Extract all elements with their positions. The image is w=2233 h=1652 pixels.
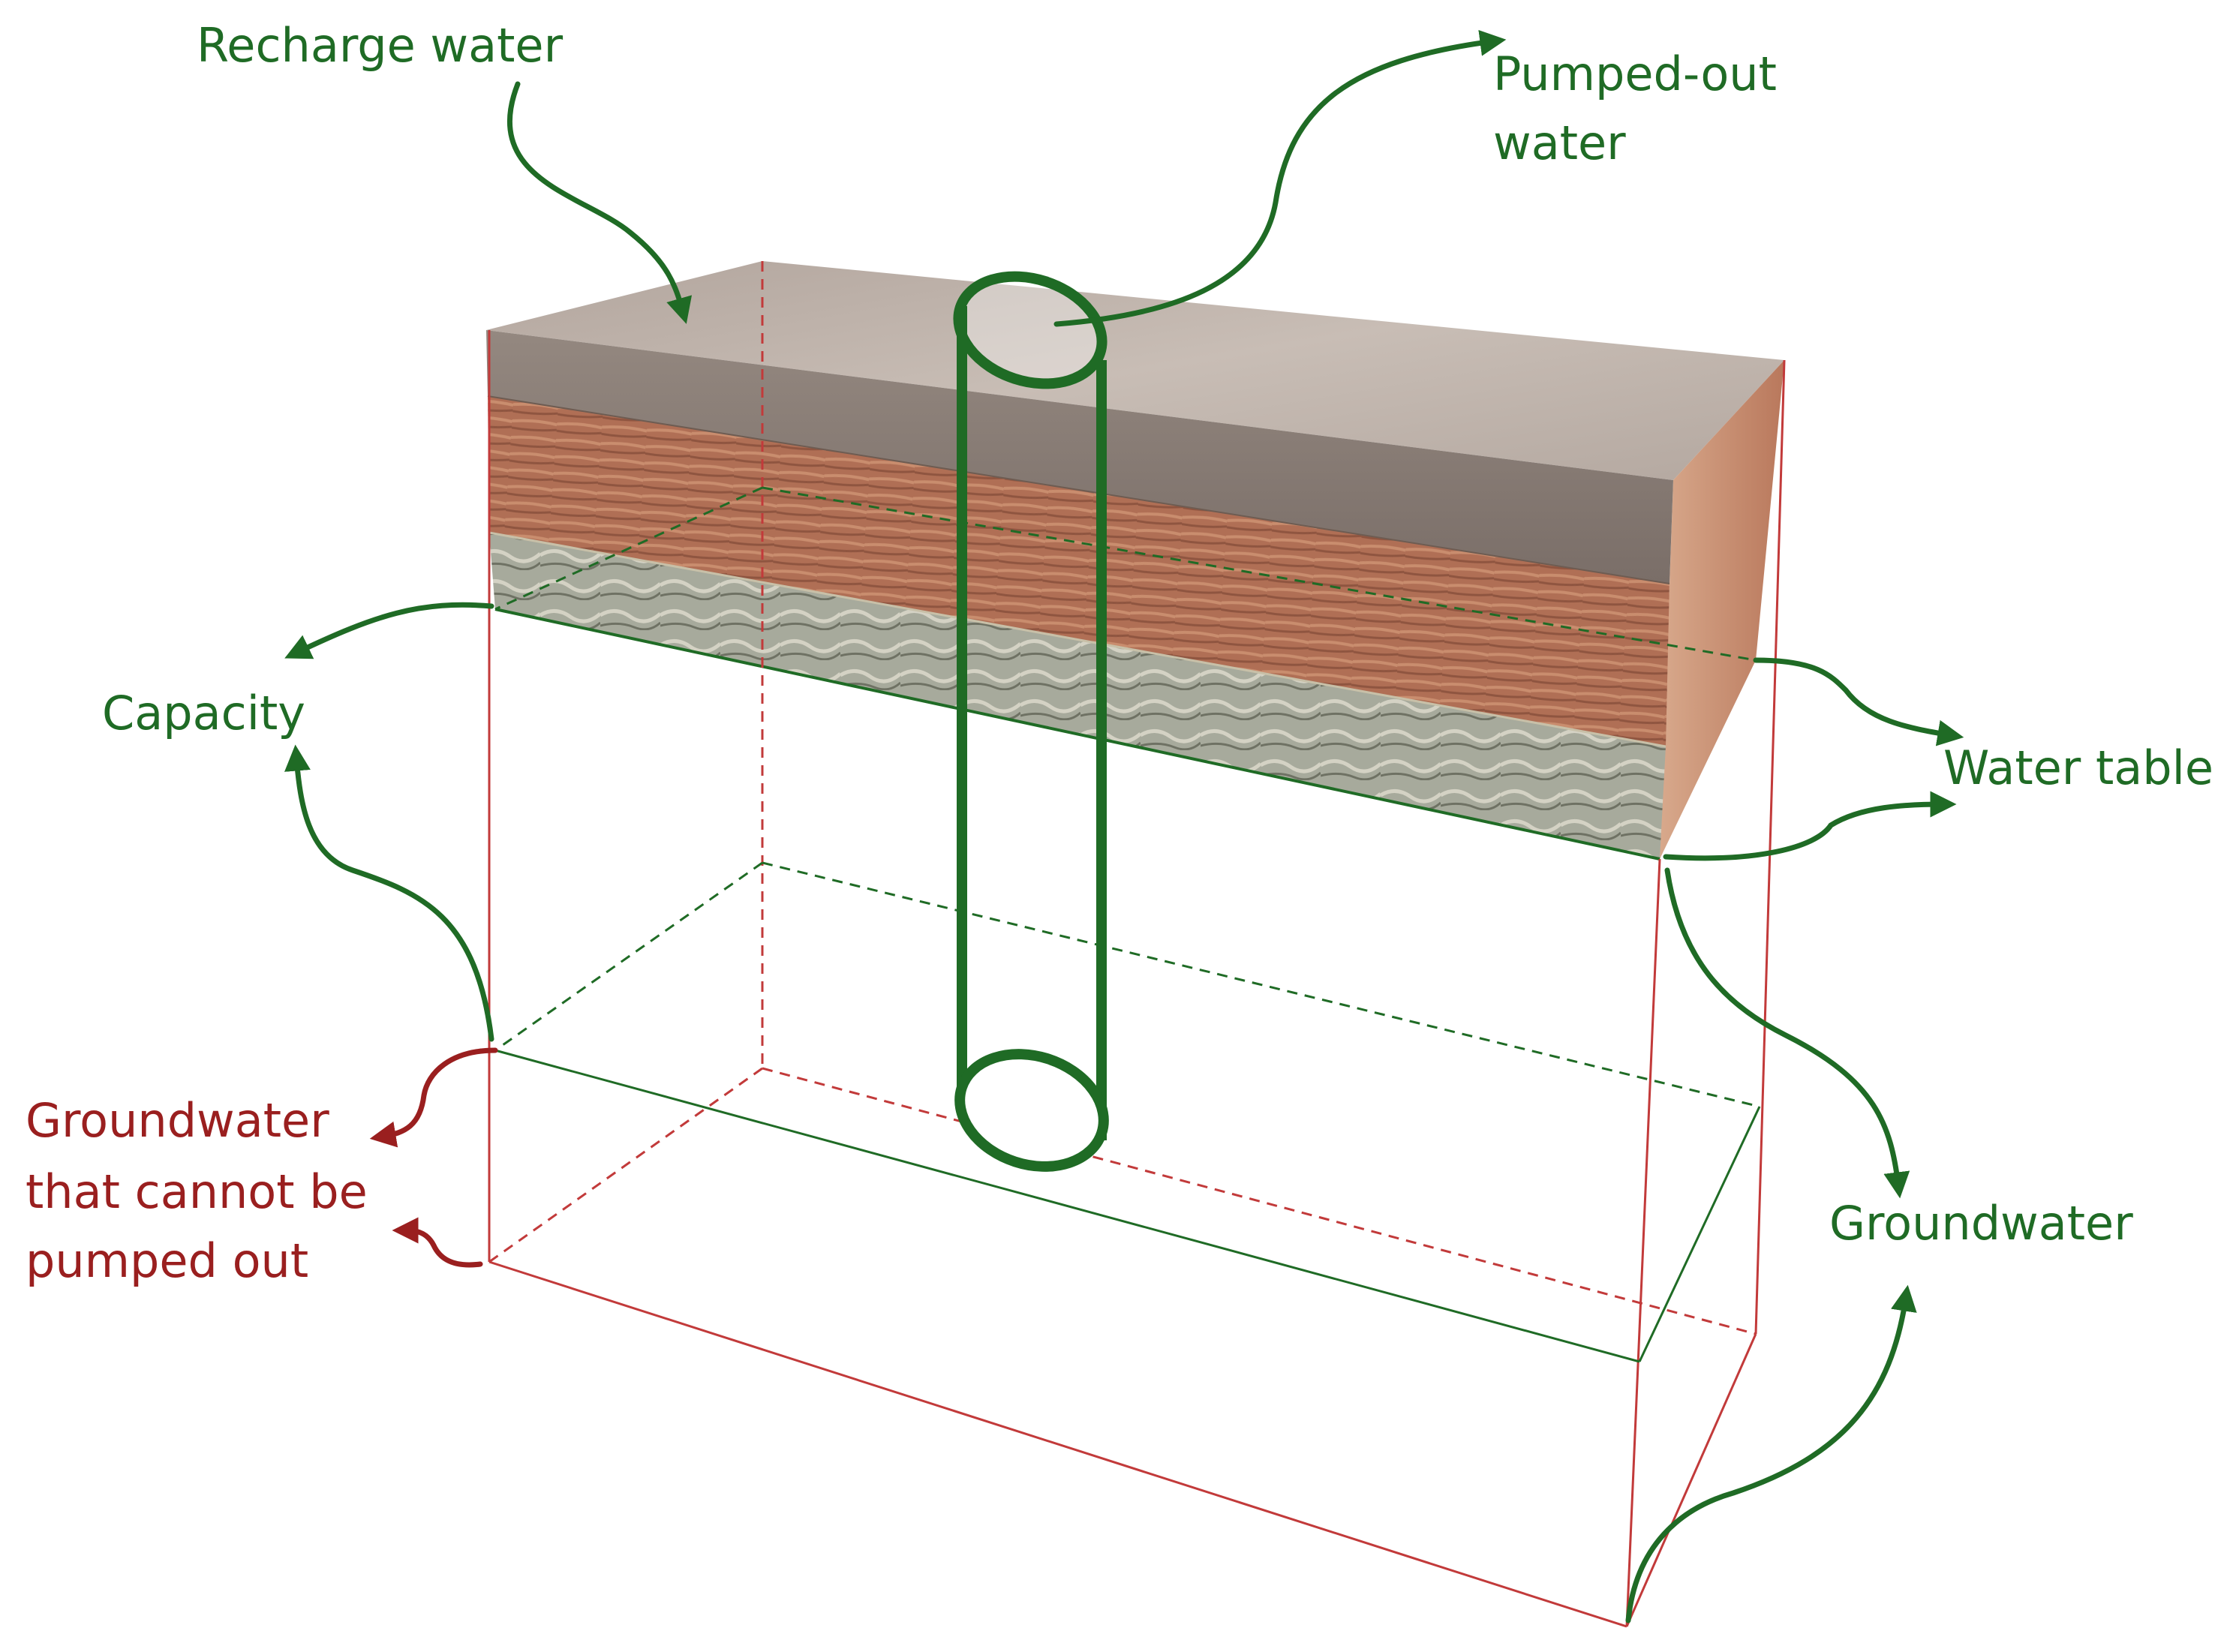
unpumpable-arrow-top bbox=[369, 1047, 498, 1148]
unpumpable-label-line2: that cannot be bbox=[26, 1164, 368, 1219]
unpumpable-label-line3: pumped out bbox=[26, 1233, 308, 1288]
aquifer-wireframe bbox=[488, 261, 1786, 1628]
arrows bbox=[284, 29, 1964, 1623]
capacity-label: Capacity bbox=[102, 686, 305, 740]
topsoil-layer bbox=[486, 330, 1673, 584]
water-table-arrow-bottom bbox=[1663, 791, 1957, 861]
groundwater-label: Groundwater bbox=[1829, 1196, 2133, 1251]
groundwater-arrow-top bbox=[1664, 867, 1910, 1199]
groundwater-arrow-bottom bbox=[1625, 1284, 1917, 1623]
water-table-arrow-top bbox=[1753, 657, 1964, 746]
recharge-arrow bbox=[506, 81, 693, 324]
water-table-line bbox=[494, 608, 1660, 861]
soil-block bbox=[486, 261, 1784, 861]
well-bottom bbox=[954, 1049, 1109, 1172]
unpumpable-label-line1: Groundwater bbox=[26, 1093, 329, 1148]
gravel-layer bbox=[489, 533, 1666, 859]
block-right-face bbox=[1660, 360, 1784, 859]
pumped-out-arrow bbox=[1053, 29, 1507, 327]
pumped-out-label-line2: water bbox=[1493, 116, 1626, 170]
pumped-out-label-line1: Pumped-out bbox=[1493, 47, 1777, 101]
water-table-label: Water table bbox=[1943, 740, 2213, 795]
capacity-arrow-down bbox=[284, 744, 494, 1042]
recharge-water-label: Recharge water bbox=[197, 18, 564, 73]
unpumpable-arrow-bottom bbox=[392, 1217, 483, 1268]
well bbox=[953, 271, 1109, 1172]
ground-surface bbox=[486, 261, 1784, 480]
clay-layer bbox=[488, 396, 1669, 746]
labels: Recharge water Pumped-out water Capacity… bbox=[26, 18, 2213, 1288]
capacity-arrow-up bbox=[284, 602, 494, 659]
